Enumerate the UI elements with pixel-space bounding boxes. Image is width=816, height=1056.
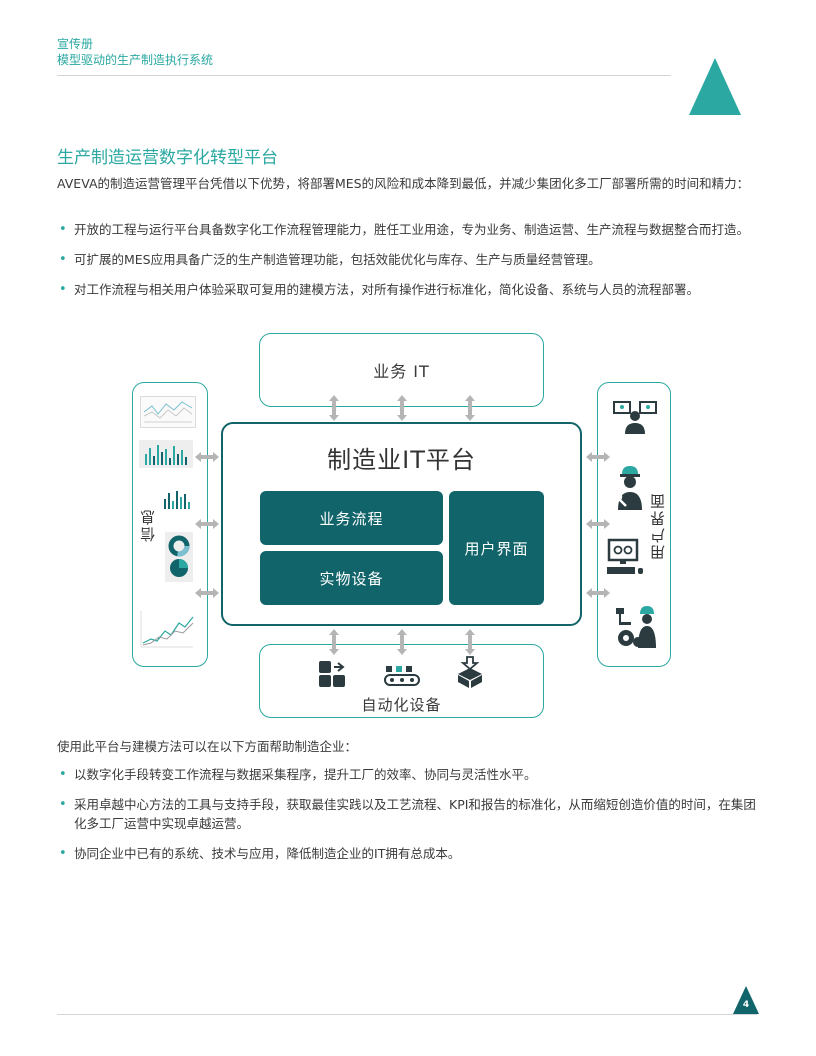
header-brochure-label: 宣传册 (57, 37, 94, 51)
information-label: 信息 (139, 508, 157, 542)
benefit-bullet-list: •以数字化手段转变工作流程与数据采集程序，提升工厂的效率、协同与灵活性水平。 •… (57, 765, 762, 874)
conveyor-icon (384, 666, 420, 686)
page-number-triangle-icon (733, 986, 759, 1014)
manufacturing-it-platform: 制造业IT平台 业务流程 实物设备 用户界面 (221, 422, 582, 626)
double-arrow-icon (195, 519, 219, 529)
double-arrow-icon (329, 395, 339, 421)
box-arrow-icon (458, 656, 482, 688)
business-it-box: 业务 IT (259, 333, 544, 407)
bullet-icon: • (59, 797, 67, 812)
engineer-wrench-icon (612, 466, 642, 510)
benefits-intro: 使用此平台与建模方法可以在以下方面帮助制造企业： (57, 739, 358, 754)
bullet-icon: • (59, 846, 67, 861)
feature-bullet-list: •开放的工程与运行平台具备数字化工作流程管理能力，胜任工业用途，专为业务、制造运… (57, 220, 762, 310)
double-arrow-icon (586, 519, 610, 529)
page-number: 4 (742, 1000, 750, 1010)
list-item: •以数字化手段转变工作流程与数据采集程序，提升工厂的效率、协同与灵活性水平。 (59, 767, 537, 782)
automation-label: 自动化设备 (361, 696, 442, 714)
double-arrow-icon (397, 395, 407, 421)
bullet-icon: • (59, 282, 67, 297)
dashboard-icon (140, 396, 196, 428)
business-it-label: 业务 IT (373, 362, 430, 381)
section-title: 生产制造运营数字化转型平台 (57, 148, 278, 168)
list-item: •采用卓越中心方法的工具与支持手段，获取最佳实践以及工艺流程、KPI和报告的标准… (59, 797, 756, 831)
double-arrow-icon (465, 629, 475, 655)
user-interface-tile: 用户界面 (449, 491, 544, 605)
list-item: •对工作流程与相关用户体验采取可复用的建模方法，对所有操作进行标准化，简化设备、… (59, 282, 700, 297)
robot-worker-icon (616, 606, 656, 648)
monitor-operator-icon (613, 401, 657, 434)
header-document-title: 模型驱动的生产制造执行系统 (57, 53, 214, 67)
double-arrow-icon (586, 452, 610, 462)
logo-triangle-icon (689, 58, 741, 115)
list-item: •协同企业中已有的系统、技术与应用，降低制造企业的IT拥有总成本。 (59, 846, 461, 861)
bullet-icon: • (59, 222, 67, 237)
building-blocks-icon (319, 661, 345, 687)
business-process-tile: 业务流程 (260, 491, 443, 545)
double-arrow-icon (329, 629, 339, 655)
line-chart-icon (140, 611, 194, 648)
double-arrow-icon (465, 395, 475, 421)
user-interface-label: 用户界面 (649, 492, 667, 560)
platform-title: 制造业IT平台 (327, 446, 476, 474)
information-box (132, 382, 208, 667)
donut-chart-icon (165, 532, 193, 582)
list-item: •可扩展的MES应用具备广泛的生产制造管理功能，包括效能优化与库存、生产与质量经… (59, 252, 601, 267)
list-item: •开放的工程与运行平台具备数字化工作流程管理能力，胜任工业用途，专为业务、制造运… (59, 222, 750, 237)
bullet-icon: • (59, 767, 67, 782)
computer-icon (607, 538, 643, 574)
bar-chart-icon (139, 440, 193, 468)
bullet-icon: • (59, 252, 67, 267)
double-arrow-icon (195, 588, 219, 598)
histogram-icon (164, 491, 190, 509)
physical-equipment-tile: 实物设备 (260, 551, 443, 605)
header-divider (57, 75, 671, 76)
footer-divider (57, 1014, 757, 1015)
intro-paragraph: AVEVA的制造运营管理平台凭借以下优势，将部署MES的风险和成本降到最低，并减… (57, 176, 750, 191)
double-arrow-icon (586, 588, 610, 598)
double-arrow-icon (195, 452, 219, 462)
double-arrow-icon (397, 629, 407, 655)
